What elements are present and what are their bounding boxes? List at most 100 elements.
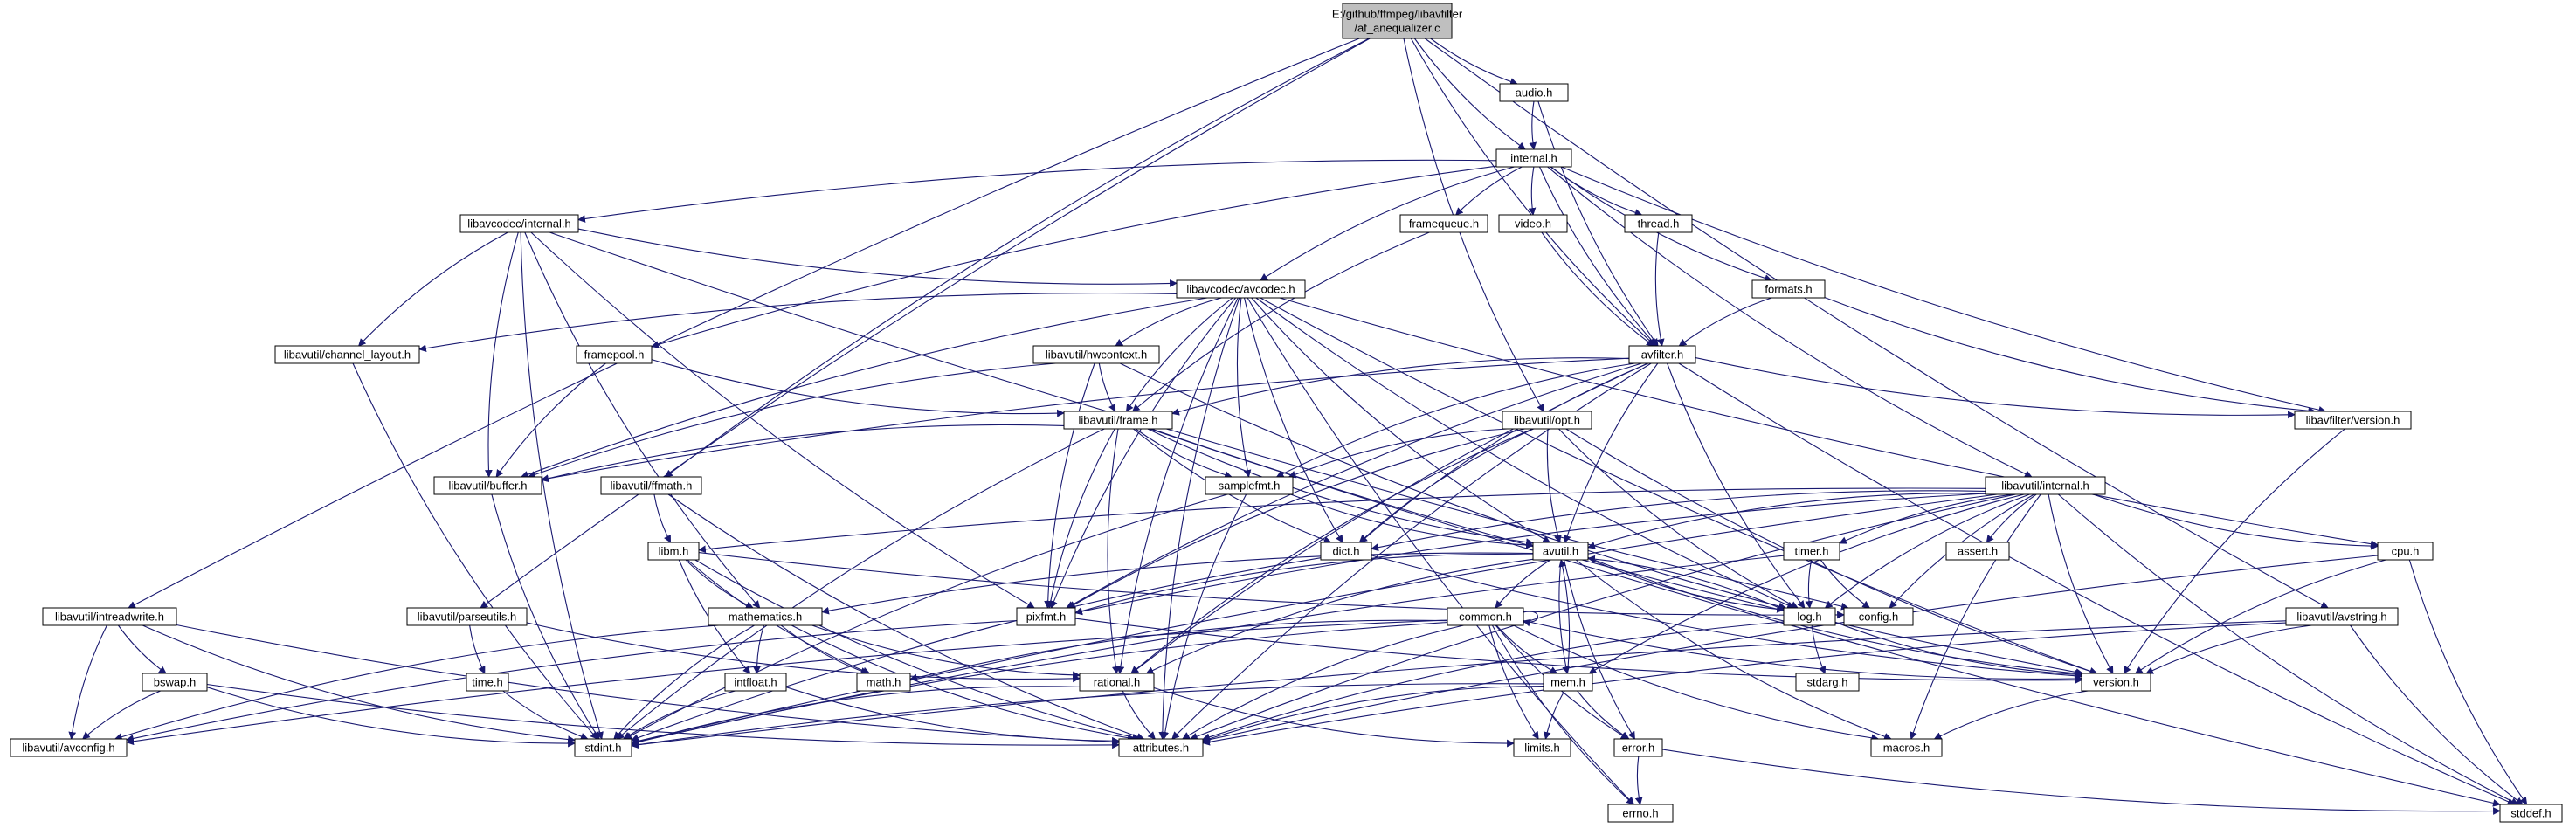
node-box — [42, 607, 177, 626]
node-label: audio.h — [1516, 86, 1553, 99]
node-ffmath_h[interactable]: libavutil/ffmath.h — [600, 476, 702, 495]
node-intfloat_h[interactable]: intfloat.h — [724, 673, 787, 692]
node-rational_h[interactable]: rational.h — [1079, 673, 1155, 692]
node-internal_h[interactable]: internal.h — [1495, 148, 1572, 168]
node-dict_h[interactable]: dict.h — [1320, 542, 1372, 561]
edge-frame_h-to-stddef_h — [1149, 428, 2501, 807]
node-intreadwrite[interactable]: libavutil/intreadwrite.h — [42, 607, 177, 626]
node-bswap_h[interactable]: bswap.h — [142, 673, 208, 692]
node-timer_h[interactable]: timer.h — [1783, 542, 1840, 561]
node-thread_h[interactable]: thread.h — [1624, 214, 1693, 233]
node-lavc_internal[interactable]: libavcodec/internal.h — [459, 214, 579, 233]
node-box — [2081, 673, 2151, 692]
node-error_h[interactable]: error.h — [1613, 738, 1663, 757]
edge-avutil_h-to-common_h — [1495, 559, 1551, 609]
edge-common_h-to-math_h — [909, 619, 1448, 682]
node-lavf_version[interactable]: libavfilter/version.h — [2294, 411, 2412, 430]
edge-bswap_h-to-avconfig — [82, 690, 162, 740]
node-box — [1628, 345, 1696, 364]
node-label: libavcodec/avcodec.h — [1186, 282, 1295, 295]
edge-avcodec_h-to-errno_h — [1247, 297, 1635, 805]
node-framepool[interactable]: framepool.h — [576, 345, 653, 364]
node-label: libavutil/hwcontext.h — [1046, 348, 1147, 361]
node-box — [466, 673, 509, 692]
node-box — [1543, 673, 1593, 692]
node-label: libavcodec/internal.h — [467, 217, 571, 230]
node-time_h[interactable]: time.h — [466, 673, 509, 692]
node-label: config.h — [1859, 610, 1899, 623]
node-cpu_h[interactable]: cpu.h — [2377, 542, 2434, 561]
node-box — [1607, 804, 1674, 823]
node-label: stddef.h — [2510, 806, 2551, 819]
node-label: mem.h — [1550, 675, 1585, 688]
node-common_h[interactable]: common.h — [1447, 607, 1524, 626]
node-framequeue[interactable]: framequeue.h — [1399, 214, 1488, 233]
edge-ffmath_h-to-libm_h — [653, 493, 672, 543]
node-avconfig[interactable]: libavutil/avconfig.h — [10, 738, 128, 757]
edge-root-to-intreadwrite — [128, 38, 1360, 609]
node-avutil_h[interactable]: avutil.h — [1532, 542, 1589, 561]
edge-internal_h-to-lavc_internal — [577, 159, 1497, 223]
node-hwcontext[interactable]: libavutil/hwcontext.h — [1032, 345, 1160, 364]
node-log_h[interactable]: log.h — [1783, 607, 1836, 626]
edge-lavc_internal-to-avcodec_h — [577, 228, 1178, 287]
node-audio_h[interactable]: audio.h — [1499, 83, 1569, 102]
node-avcodec_h[interactable]: libavcodec/avcodec.h — [1176, 279, 1306, 299]
node-assert_h[interactable]: assert.h — [1945, 542, 2010, 561]
edge-frame_h-to-buffer_h — [541, 424, 1065, 483]
node-frame_h[interactable]: libavutil/frame.h — [1063, 411, 1173, 430]
node-limits_h[interactable]: limits.h — [1513, 738, 1571, 757]
edge-opt_h-to-dict_h — [1358, 428, 1534, 543]
edge-audio_h-to-internal_h — [1529, 100, 1537, 150]
node-root[interactable]: E:/github/ffmpeg/libavfilter/af_anequali… — [1332, 3, 1463, 39]
node-mem_h[interactable]: mem.h — [1543, 673, 1593, 692]
node-video_h[interactable]: video.h — [1498, 214, 1568, 233]
edge-lavu_internal-to-stddef_h — [2057, 493, 2519, 805]
edge-avutil_h-to-macros_h — [1575, 559, 1892, 741]
edge-avcodec_h-to-samplefmt — [1236, 297, 1252, 478]
edge-common_h-to-limits_h — [1488, 624, 1539, 740]
node-formats_h[interactable]: formats.h — [1751, 279, 1826, 299]
edge-mem_h-to-error_h — [1577, 690, 1630, 740]
node-box — [1079, 673, 1155, 692]
node-stdarg_h[interactable]: stdarg.h — [1795, 673, 1860, 692]
edge-common_h-to-stdint_h — [631, 621, 1448, 746]
node-parseutils[interactable]: libavutil/parseutils.h — [406, 607, 528, 626]
edge-time_h-to-stdint_h — [502, 690, 589, 741]
node-version_h[interactable]: version.h — [2081, 673, 2151, 692]
node-opt_h[interactable]: libavutil/opt.h — [1502, 411, 1592, 430]
edge-root-to-parseutils — [480, 38, 1371, 609]
node-errno_h[interactable]: errno.h — [1607, 804, 1674, 823]
node-math_h[interactable]: math.h — [856, 673, 911, 692]
node-box — [142, 673, 208, 692]
node-box — [1498, 214, 1568, 233]
node-label: libavutil/internal.h — [2001, 479, 2089, 492]
node-avfilter_h[interactable]: avfilter.h — [1628, 345, 1696, 364]
node-stddef_h[interactable]: stddef.h — [2499, 804, 2563, 823]
edge-lavf_version-to-version_h — [2124, 428, 2345, 674]
node-mathematics[interactable]: mathematics.h — [708, 607, 823, 626]
node-attributes_h[interactable]: attributes.h — [1118, 738, 1204, 757]
node-pixfmt_h[interactable]: pixfmt.h — [1016, 607, 1076, 626]
edge-lavc_internal-to-pixfmt_h — [530, 231, 1035, 609]
node-buffer_h[interactable]: libavutil/buffer.h — [433, 476, 542, 495]
edge-avcodec_h-to-avutil_h — [1251, 297, 1551, 543]
node-lavu_internal[interactable]: libavutil/internal.h — [1985, 476, 2106, 495]
edge-avcodec_h-to-attributes_h — [1158, 297, 1240, 740]
node-macros_h[interactable]: macros.h — [1870, 738, 1943, 757]
edge-libm_h-to-config_h — [698, 552, 1845, 619]
edge-timer_h-to-stdint_h — [631, 555, 1785, 746]
node-avstring[interactable]: libavutil/avstring.h — [2285, 607, 2399, 626]
edge-avfilter_h-to-frame_h — [1171, 357, 1630, 416]
node-samplefmt[interactable]: samplefmt.h — [1205, 476, 1294, 495]
edge-lavu_internal-to-avutil_h — [1587, 493, 1986, 549]
edge-avcodec_h-to-log_h — [1255, 297, 1795, 609]
node-stdint_h[interactable]: stdint.h — [574, 738, 632, 757]
edge-lavu_internal-to-mem_h — [1588, 493, 2025, 674]
node-channel_layout[interactable]: libavutil/channel_layout.h — [274, 345, 420, 364]
node-box — [574, 738, 632, 757]
node-config_h[interactable]: config.h — [1843, 607, 1914, 626]
node-box — [600, 476, 702, 495]
node-libm_h[interactable]: libm.h — [647, 542, 700, 561]
edge-root-to-avfilter_h — [1410, 38, 1656, 347]
